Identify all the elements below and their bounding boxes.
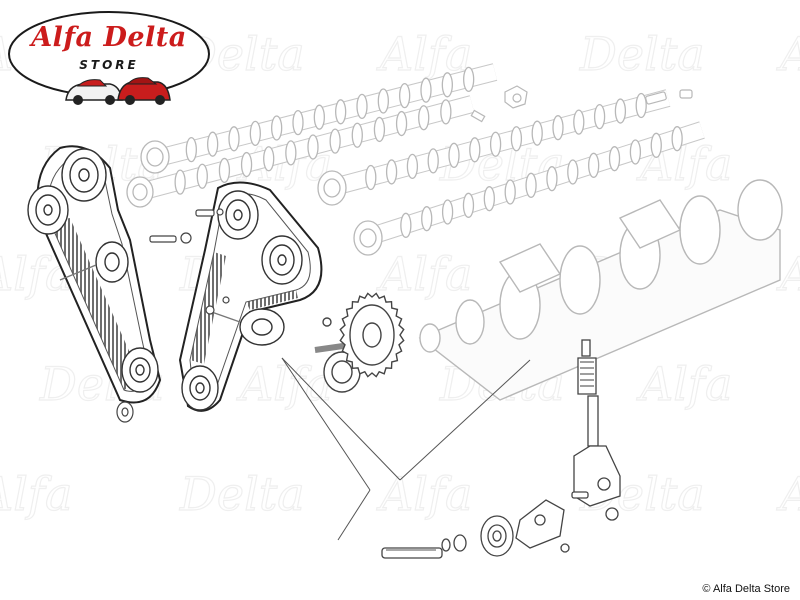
cam-lobe bbox=[185, 136, 197, 163]
cam-lobe bbox=[420, 77, 432, 103]
logo-brand-text: Alfa Delta bbox=[31, 22, 187, 53]
intermediate-shaft bbox=[314, 292, 405, 393]
tensioner-left bbox=[59, 241, 129, 283]
cam-lobe bbox=[650, 132, 662, 158]
cam-lobe bbox=[373, 116, 386, 143]
cam-lobe bbox=[218, 157, 231, 184]
cam-lobe bbox=[567, 159, 579, 185]
cam-lobe bbox=[207, 131, 219, 157]
cam-lobe bbox=[552, 115, 564, 141]
leader-lines bbox=[281, 357, 531, 541]
cam-lobe bbox=[573, 109, 585, 135]
cam-lobe bbox=[228, 126, 240, 152]
camshaft-1 bbox=[140, 63, 498, 174]
small-parts-top bbox=[470, 85, 693, 123]
cam-lobe bbox=[635, 92, 647, 119]
cam-lobe bbox=[406, 153, 419, 180]
cam-lobe bbox=[427, 148, 439, 174]
cam-lobe bbox=[399, 82, 411, 109]
crank-pulley-right bbox=[181, 365, 219, 411]
cam-lobe bbox=[546, 166, 558, 192]
cam-lobe bbox=[441, 199, 454, 225]
cam-lobe bbox=[525, 172, 537, 198]
cam-lobe bbox=[271, 115, 283, 141]
copyright-notice: © Alfa Delta Store bbox=[702, 583, 790, 595]
camshaft-3 bbox=[317, 89, 671, 206]
cam-lobe bbox=[335, 99, 347, 125]
cam-lobe bbox=[489, 131, 502, 157]
bolts-and-washers bbox=[116, 208, 230, 423]
store-logo: Alfa Delta STORE bbox=[6, 8, 212, 108]
cam-lobe bbox=[531, 120, 543, 146]
camshaft-2 bbox=[126, 95, 475, 208]
cam-lobe bbox=[440, 99, 452, 125]
cam-lobe bbox=[462, 192, 475, 218]
cam-lobe bbox=[400, 212, 412, 238]
cam-lobe bbox=[351, 122, 363, 148]
cam-pulley-left-upper bbox=[61, 148, 107, 202]
cam-lobe bbox=[614, 98, 627, 124]
cam-lobe bbox=[588, 152, 600, 178]
cam-lobe bbox=[249, 120, 261, 147]
logo-ellipse bbox=[8, 11, 210, 105]
cam-lobe bbox=[469, 137, 481, 163]
crank-pulley-left bbox=[121, 347, 159, 393]
cam-lobe bbox=[285, 140, 297, 166]
cam-pulley-right-upper bbox=[217, 190, 259, 240]
cam-lobe bbox=[483, 186, 495, 212]
camshaft-4 bbox=[353, 121, 705, 256]
car-red-icon bbox=[117, 77, 171, 105]
cam-lobe bbox=[313, 104, 325, 130]
idler-pulley-right bbox=[205, 308, 285, 346]
cam-lobe bbox=[356, 93, 368, 120]
logo-store-text: STORE bbox=[79, 58, 139, 72]
cam-lobe bbox=[329, 128, 341, 154]
cam-lobe bbox=[196, 163, 208, 189]
cam-lobe bbox=[292, 109, 304, 136]
cam-lobe bbox=[510, 126, 523, 152]
cam-lobe bbox=[421, 206, 433, 232]
crankshaft bbox=[418, 179, 783, 401]
cam-lobe bbox=[593, 103, 606, 130]
cam-lobe bbox=[240, 151, 253, 178]
car-white-icon bbox=[65, 79, 123, 105]
cam-lobe bbox=[671, 126, 683, 152]
cam-lobe bbox=[395, 110, 408, 137]
cam-lobe bbox=[441, 72, 453, 98]
cam-pulley-left-lower bbox=[27, 185, 69, 235]
cam-lobe bbox=[307, 134, 319, 160]
cam-lobe bbox=[263, 146, 275, 172]
cam-lobe bbox=[385, 159, 398, 185]
tensioner-assembly bbox=[381, 339, 621, 559]
cam-lobe bbox=[448, 142, 460, 168]
cam-lobe bbox=[608, 146, 621, 172]
cam-lobe bbox=[174, 169, 186, 195]
cam-lobe bbox=[377, 88, 389, 114]
cam-lobe bbox=[418, 105, 430, 131]
cam-lobe bbox=[463, 66, 475, 93]
cam-lobe bbox=[365, 164, 377, 191]
cam-lobe bbox=[504, 179, 516, 205]
cam-lobe bbox=[629, 139, 642, 165]
cam-pulley-right-lower bbox=[261, 235, 303, 285]
